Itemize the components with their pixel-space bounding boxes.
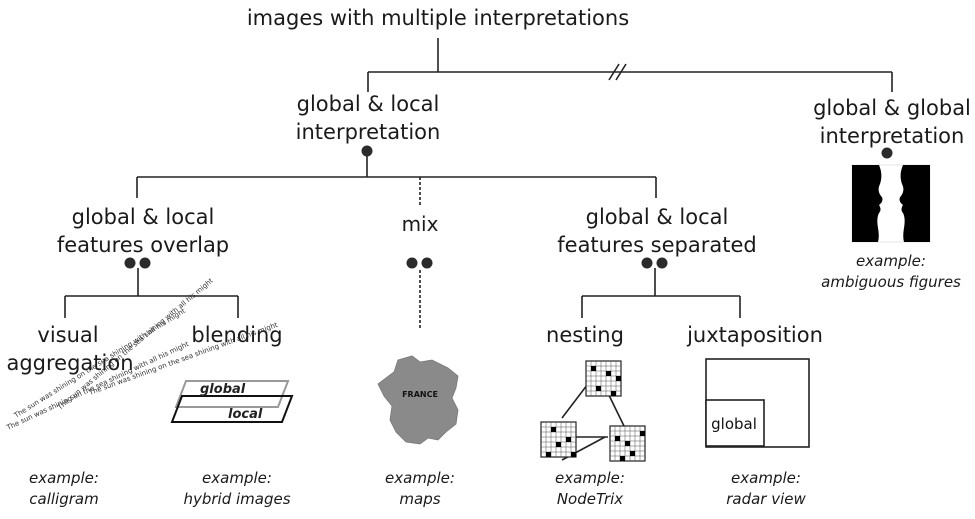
diagram-title: images with multiple interpretations xyxy=(247,6,629,30)
radar-global-label: global xyxy=(711,415,757,433)
hybrid-global-word: global xyxy=(200,382,246,397)
matrix-filled-cell xyxy=(551,427,556,432)
matrix-filled-cell xyxy=(620,456,625,461)
node-features-overlap-line1: global & local xyxy=(72,205,215,229)
matrix-filled-cell xyxy=(556,442,561,447)
example-ambiguous-value: ambiguous figures xyxy=(821,273,961,291)
matrix-filled-cell xyxy=(615,436,620,441)
node-features-separated-line1: global & local xyxy=(586,205,729,229)
matrix-filled-cell xyxy=(630,451,635,456)
matrix-filled-cell xyxy=(640,431,645,436)
matrix-filled-cell xyxy=(566,437,571,442)
matrix-filled-cell xyxy=(591,366,596,371)
second-level-connectors xyxy=(136,156,657,205)
matrix-filled-cell xyxy=(606,371,611,376)
example-maps-label: example: xyxy=(385,469,455,487)
example-radar-label: example: xyxy=(731,469,801,487)
double-dot-marker xyxy=(641,257,653,269)
matrix-filled-cell xyxy=(616,376,621,381)
example-nodetrix-value: NodeTrix xyxy=(557,490,623,508)
matrix-filled-cell xyxy=(611,391,616,396)
hybrid-local-word: local xyxy=(228,407,263,422)
node-features-separated-line2: features separated xyxy=(557,233,756,257)
example-calligram-label: example: xyxy=(29,469,99,487)
ambiguous-figure-illustration xyxy=(851,164,931,243)
leaf-visual-aggregation-line2: aggregation xyxy=(6,351,133,375)
node-global-local-interpretation-line2: interpretation xyxy=(296,120,441,144)
top-connectors xyxy=(367,38,893,92)
node-global-global-interpretation-line2: interpretation xyxy=(820,124,965,148)
leaf-nesting: nesting xyxy=(546,323,624,347)
example-nodetrix-label: example: xyxy=(555,469,625,487)
node-global-local-interpretation-line1: global & local xyxy=(297,92,440,116)
double-dot-marker xyxy=(124,257,136,269)
nodetrix-illustration xyxy=(540,360,646,462)
matrix-filled-cell xyxy=(571,452,576,457)
example-ambiguous-label: example: xyxy=(856,252,926,270)
example-hybrid-label: example: xyxy=(202,469,272,487)
leaf-blending: blending xyxy=(191,323,282,347)
hybrid-image-illustration: global local xyxy=(170,380,294,423)
matrix-filled-cell xyxy=(546,452,551,457)
node-features-overlap-line2: features overlap xyxy=(57,233,229,257)
double-dot-marker xyxy=(656,257,668,269)
radar-view-illustration: global xyxy=(705,358,810,448)
example-radar-value: radar view xyxy=(726,490,806,508)
leaf-juxtaposition: juxtaposition xyxy=(686,323,823,347)
node-mix: mix xyxy=(402,212,439,236)
double-dot-marker xyxy=(421,257,433,269)
single-dot-marker xyxy=(881,147,893,159)
node-global-global-interpretation-line1: global & global xyxy=(813,96,971,120)
double-dot-marker xyxy=(406,257,418,269)
france-map-illustration: FRANCE xyxy=(377,355,459,445)
leaf-visual-aggregation-line1: visual xyxy=(37,323,98,347)
matrix-filled-cell xyxy=(625,441,630,446)
double-dot-marker xyxy=(139,257,151,269)
single-dot-marker xyxy=(361,145,373,157)
example-calligram-value: calligram xyxy=(29,490,98,508)
example-maps-value: maps xyxy=(399,490,440,508)
example-hybrid-value: hybrid images xyxy=(183,490,290,508)
map-label: FRANCE xyxy=(402,390,438,399)
third-level-connectors xyxy=(64,268,741,318)
matrix-filled-cell xyxy=(596,386,601,391)
